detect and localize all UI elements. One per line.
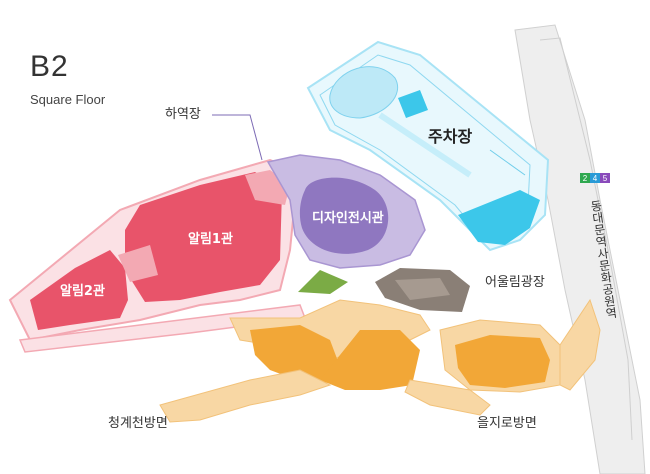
line-4-label: 4 <box>593 174 598 183</box>
line-5-badge <box>600 173 610 183</box>
line-5-label: 5 <box>603 174 608 183</box>
label-design-hall: 디자인전시관 <box>312 210 384 226</box>
station-corridor <box>514 24 646 474</box>
label-cheonggye: 청계천방면 <box>108 416 168 431</box>
plaza-area[interactable] <box>375 268 470 312</box>
label-euljiro: 을지로방면 <box>477 416 537 431</box>
station-line-badges: 2 4 5 <box>580 173 610 183</box>
label-alim2: 알림2관 <box>60 283 105 299</box>
label-plaza: 어울림광장 <box>485 275 545 290</box>
park-area <box>298 270 348 294</box>
callout-line <box>212 114 263 161</box>
alim-halls[interactable] <box>8 158 307 353</box>
label-hayeokjang: 하역장 <box>165 107 201 122</box>
parking-area[interactable] <box>306 40 550 252</box>
line-2-badge <box>580 173 590 183</box>
design-hall[interactable] <box>266 154 426 269</box>
floor-name: Square Floor <box>30 92 106 107</box>
label-alim1: 알림1관 <box>188 231 233 247</box>
underground-mall[interactable] <box>159 298 601 423</box>
line-2-label: 2 <box>583 174 588 183</box>
floor-code: B2 <box>30 50 69 83</box>
label-parking: 주차장 <box>428 127 472 146</box>
line-4-badge <box>590 173 600 183</box>
